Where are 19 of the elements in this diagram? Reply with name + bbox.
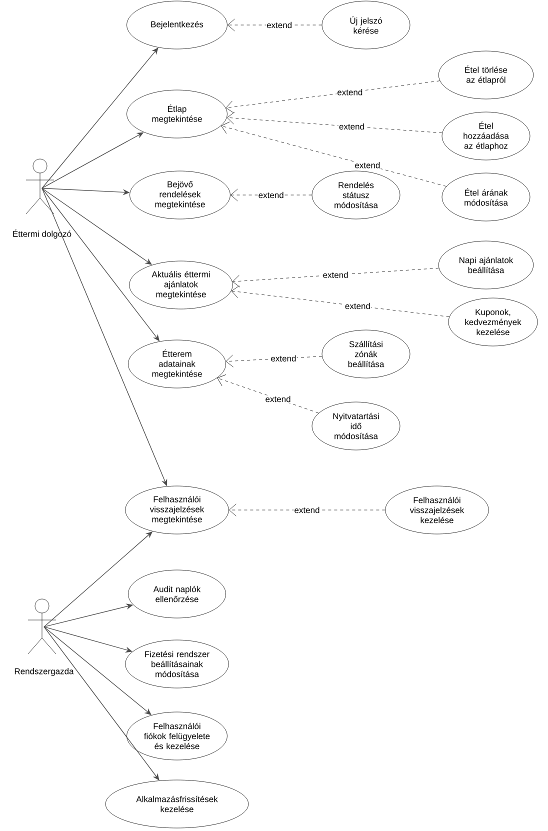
edge-label: extend: [345, 302, 370, 310]
edge-label: extend: [271, 355, 296, 362]
extend-arrow: [231, 286, 450, 318]
extend-arrow: [226, 80, 440, 114]
edge-label: extend: [323, 272, 348, 278]
edge-label: extend: [339, 123, 364, 130]
edge-label: extend: [266, 22, 292, 28]
edge-label: extend: [355, 162, 380, 168]
actor: Rendszergazda: [14, 598, 74, 676]
edge-label: extend: [258, 192, 284, 198]
edge-label: extend: [338, 89, 362, 96]
edge-label: extend: [294, 506, 320, 514]
edge-label: extend: [266, 396, 290, 402]
extend-arrow: [221, 122, 447, 187]
node-label: Rendszergazda: [14, 668, 74, 676]
extend-arrow: [232, 268, 440, 288]
association-arrow: [42, 48, 158, 189]
extend-arrow: [226, 112, 442, 134]
extend-arrow: [217, 374, 319, 414]
